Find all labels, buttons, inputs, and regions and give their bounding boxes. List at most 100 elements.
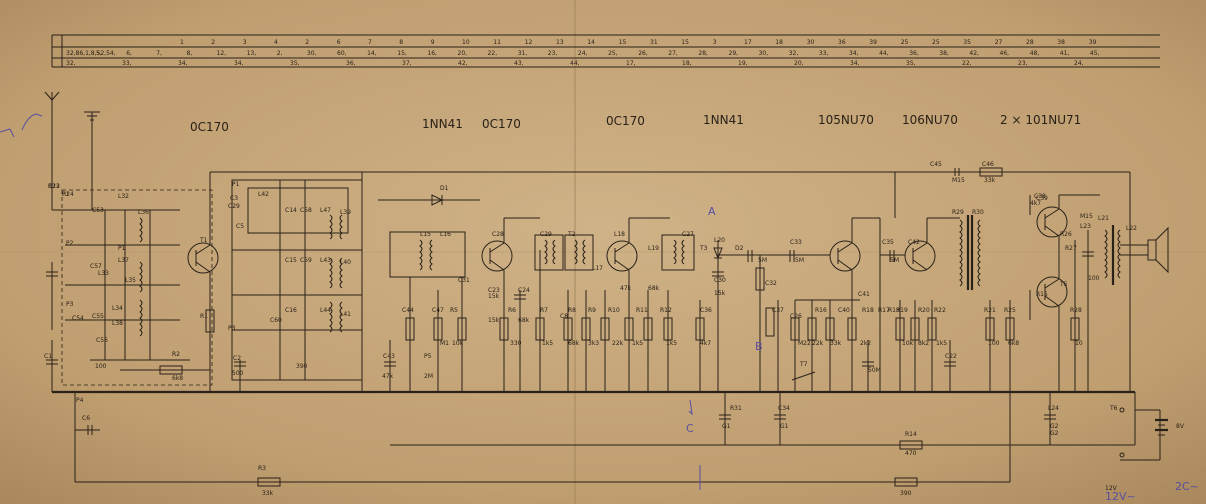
audio-preamp <box>755 250 860 392</box>
handwritten-annotations: A B C 12V~ 2C~ <box>0 113 1199 503</box>
component-value: 33k <box>830 340 842 347</box>
component-value: 33k <box>984 177 996 184</box>
component-label: L15 <box>420 231 431 238</box>
component-label: L36 <box>138 209 149 216</box>
table-cell: 33, <box>819 50 829 57</box>
table-cell: 36 <box>838 39 846 46</box>
table-cell: 29, <box>729 50 739 57</box>
component-label: C57 <box>90 263 102 270</box>
table-cell: 3 <box>713 39 717 46</box>
component-value: 5M <box>795 257 804 264</box>
component-label: P2 <box>66 240 74 247</box>
table-cell: 26, <box>638 50 648 57</box>
component-label: L17 <box>592 265 603 272</box>
oscillator-section <box>231 172 363 392</box>
component-label: C28 <box>492 231 504 238</box>
component-value: 68k <box>518 317 530 324</box>
component-value: M15 <box>1080 213 1093 220</box>
table-cell: 23, <box>548 50 558 57</box>
table-cell: 20, <box>458 50 468 57</box>
component-value: 1k5 <box>936 340 947 347</box>
component-label: R18 <box>862 307 874 314</box>
table-cell: 3 <box>243 39 247 46</box>
component-label: R11 <box>636 307 648 314</box>
table-cell: 4 <box>274 39 278 46</box>
table-cell: 60, <box>337 50 347 57</box>
component-label: R29 <box>952 209 964 216</box>
component-label: R27 <box>1065 245 1077 252</box>
table-cell: 30 <box>807 39 815 46</box>
component-label: C12 <box>48 183 60 190</box>
component-value: 6k8 <box>172 375 183 382</box>
table-cell: 2 <box>305 39 309 46</box>
component-value: M15 <box>952 177 965 184</box>
component-value: 470 <box>905 450 917 457</box>
table-cell: 31 <box>650 39 658 46</box>
component-label: R19 <box>896 307 908 314</box>
component-value: 390 <box>900 490 912 497</box>
table-cell: 10 <box>462 39 470 46</box>
component-value: 2M <box>424 373 433 380</box>
table-cell: 15 <box>681 39 689 46</box>
component-label: R21 <box>984 307 996 314</box>
table-cell: 44, <box>879 50 889 57</box>
component-label: T5 <box>1059 281 1068 288</box>
table-row-2: 32,86,1,8,52,54,5,6,7,8,12,13,2,30,60,14… <box>66 50 1100 57</box>
table-cell: 14, <box>367 50 377 57</box>
component-value: 10 <box>1075 340 1083 347</box>
component-label: C29 <box>228 203 240 210</box>
component-label: R9 <box>588 307 596 314</box>
component-label: C23 <box>488 287 500 294</box>
component-label: R30 <box>972 209 984 216</box>
component-label: C39 <box>1036 195 1048 202</box>
table-cell: 34, <box>178 60 188 67</box>
table-cell: 39 <box>1089 39 1097 46</box>
component-label: R28 <box>1070 307 1082 314</box>
component-label: L44 <box>320 307 331 314</box>
annotation-12v: 12V~ <box>1105 490 1136 503</box>
component-label: C3 <box>230 195 238 202</box>
table-cell: 37, <box>402 60 412 67</box>
component-value: 15k <box>714 290 726 297</box>
component-label: R16 <box>815 307 827 314</box>
table-cell: 25 <box>901 39 909 46</box>
component-label: C1 <box>44 353 52 360</box>
stage-labels: 0C170 1NN41 0C170 0C170 1NN41 105NU70 10… <box>190 113 1081 134</box>
output-stage <box>1029 172 1131 392</box>
table-row-3: 32,33,34,34,35,36,37,42,43,44,17,18,19,2… <box>66 60 1084 67</box>
component-label: C6 <box>82 415 90 422</box>
component-label: C45 <box>930 161 942 168</box>
component-label: C58 <box>300 207 312 214</box>
component-label: C32 <box>765 280 777 287</box>
component-label: L42 <box>258 191 269 198</box>
ground-icon <box>84 111 100 210</box>
component-label: R26 <box>1060 231 1072 238</box>
component-value: 12V <box>1105 485 1118 492</box>
component-value: G2 <box>1050 423 1059 430</box>
component-label: D1 <box>440 185 449 192</box>
table-cell: 34, <box>234 60 244 67</box>
table-cell: 18 <box>775 39 783 46</box>
component-label: L39 <box>340 209 351 216</box>
component-label: R3 <box>258 465 266 472</box>
component-value: 5M <box>758 257 767 264</box>
component-value: 15k <box>488 317 500 324</box>
component-label: C5 <box>236 223 244 230</box>
component-label: L41 <box>340 311 351 318</box>
table-cell: 34, <box>849 50 859 57</box>
table-cell: 8 <box>399 39 403 46</box>
driver-transformer <box>959 215 1015 392</box>
table-cell: 23, <box>1018 60 1028 67</box>
table-cell: 12 <box>525 39 533 46</box>
table-cell: 30, <box>307 50 317 57</box>
stage-label-2x101nu71: 2 × 101NU71 <box>1000 113 1081 127</box>
component-label: R31 <box>730 405 742 412</box>
table-cell: 19, <box>738 60 748 67</box>
table-cell: 28 <box>1026 39 1034 46</box>
component-label: R20 <box>918 307 930 314</box>
component-value: 15k <box>488 293 500 300</box>
component-label: R17 <box>878 307 890 314</box>
component-label: C37 <box>772 307 784 314</box>
component-label: L47 <box>320 207 331 214</box>
